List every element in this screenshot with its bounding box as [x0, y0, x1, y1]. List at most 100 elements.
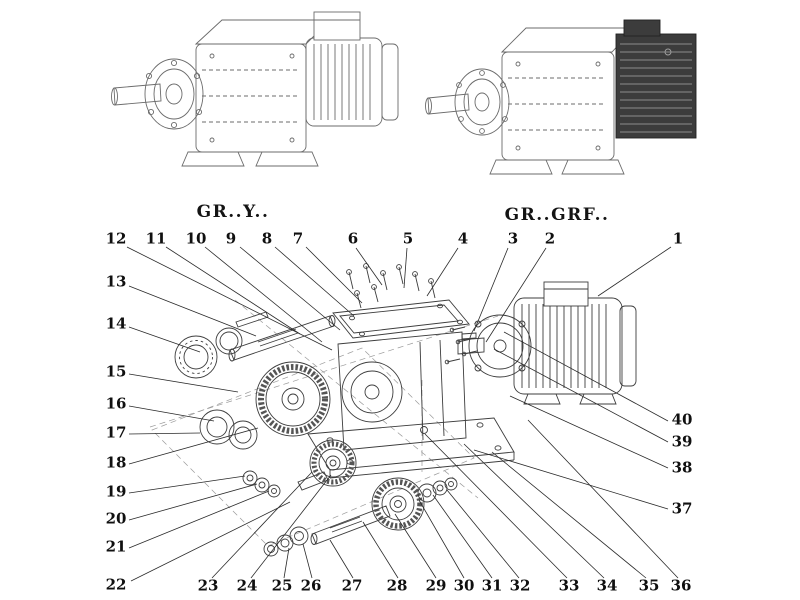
- leader-line-7: [305, 246, 363, 304]
- part-number-7: 7: [292, 229, 304, 248]
- part-number-24: 24: [236, 576, 258, 595]
- ball-bearing: [174, 327, 243, 379]
- leader-line-35: [491, 451, 647, 579]
- leader-line-4: [426, 247, 459, 297]
- leader-line-38: [509, 395, 669, 469]
- assembled-view-gr-y: [111, 11, 399, 167]
- part-number-28: 28: [386, 576, 408, 595]
- part-number-6: 6: [347, 229, 359, 248]
- leader-line-5: [403, 247, 408, 289]
- part-number-11: 11: [145, 229, 167, 248]
- part-number-30: 30: [453, 576, 475, 595]
- leader-line-28: [362, 521, 399, 579]
- part-number-9: 9: [225, 229, 237, 248]
- oil-seals: [199, 409, 258, 450]
- leader-line-20: [128, 483, 258, 521]
- cover-bolts: [346, 263, 436, 309]
- part-number-18: 18: [105, 453, 127, 472]
- leader-line-3: [473, 247, 509, 332]
- part-number-16: 16: [105, 394, 127, 413]
- leader-line-36: [527, 419, 679, 579]
- part-number-40: 40: [671, 410, 693, 429]
- part-number-17: 17: [105, 423, 127, 442]
- part-number-38: 38: [671, 458, 693, 477]
- part-number-23: 23: [197, 576, 219, 595]
- part-number-27: 27: [341, 576, 363, 595]
- part-number-5: 5: [402, 229, 414, 248]
- part-number-33: 33: [558, 576, 580, 595]
- leader-line-40: [503, 331, 669, 422]
- leader-line-26: [302, 543, 313, 579]
- motor-assembly: [457, 281, 637, 405]
- part-number-32: 32: [509, 576, 531, 595]
- leader-line-12: [126, 246, 333, 351]
- leader-line-6: [355, 247, 383, 286]
- leader-line-2: [485, 247, 547, 343]
- leader-line-10: [204, 246, 323, 343]
- part-number-10: 10: [185, 229, 207, 248]
- assembled-view-gr-grf: [425, 19, 697, 175]
- leader-line-37: [473, 449, 669, 510]
- part-number-20: 20: [105, 509, 127, 528]
- leader-line-23: [211, 471, 313, 579]
- exploded-view: [149, 263, 637, 557]
- part-number-19: 19: [105, 482, 127, 501]
- leader-line-13: [128, 285, 257, 337]
- part-number-34: 34: [596, 576, 618, 595]
- input-flange-face: [144, 58, 204, 130]
- leader-line-32: [446, 489, 520, 579]
- leader-line-34: [463, 443, 605, 579]
- leader-line-17: [128, 432, 201, 435]
- leader-line-19: [128, 475, 246, 494]
- output-shaft-left-view: [111, 83, 162, 106]
- part-number-12: 12: [105, 229, 127, 248]
- leader-line-8: [274, 246, 355, 317]
- leader-line-18: [128, 427, 259, 465]
- part-number-35: 35: [638, 576, 660, 595]
- dark-fan-housing: [615, 19, 697, 139]
- caption-gr-y: GR..Y..: [196, 202, 270, 222]
- motor-left-view: [305, 11, 399, 127]
- leader-line-25: [283, 547, 290, 579]
- leader-line-21: [128, 490, 270, 549]
- leader-line-9: [239, 246, 341, 331]
- leader-line-15: [128, 373, 239, 393]
- leader-line-33: [424, 433, 568, 579]
- part-number-36: 36: [670, 576, 692, 595]
- flange-screws: [444, 326, 478, 365]
- part-number-29: 29: [425, 576, 447, 595]
- leader-line-14: [128, 326, 201, 353]
- part-number-22: 22: [105, 575, 127, 594]
- part-number-1: 1: [672, 229, 684, 248]
- leader-line-31: [432, 494, 493, 579]
- leader-line-1: [597, 246, 672, 297]
- part-number-25: 25: [271, 576, 293, 595]
- intermediate-gear: [297, 439, 357, 491]
- cover-plate: [332, 299, 470, 339]
- part-number-37: 37: [671, 499, 693, 518]
- part-number-26: 26: [300, 576, 322, 595]
- part-number-39: 39: [671, 432, 693, 451]
- leader-line-22: [130, 501, 291, 582]
- part-number-21: 21: [105, 537, 127, 556]
- leader-line-30: [418, 499, 465, 579]
- part-number-31: 31: [481, 576, 503, 595]
- part-number-3: 3: [507, 229, 519, 248]
- leader-line-29: [394, 513, 437, 579]
- part-number-15: 15: [105, 362, 127, 381]
- leader-line-39: [493, 348, 669, 443]
- output-shaft-assembly: [263, 477, 458, 557]
- part-number-8: 8: [261, 229, 273, 248]
- leader-line-24: [250, 474, 332, 579]
- leader-line-11: [165, 246, 301, 335]
- output-shaft-right-view: [425, 93, 470, 115]
- input-flange-face-right: [454, 68, 510, 136]
- leader-line-27: [329, 539, 354, 579]
- part-number-14: 14: [105, 314, 127, 333]
- leader-line-16: [128, 405, 215, 422]
- part-number-2: 2: [544, 229, 556, 248]
- input-shaft: [228, 311, 336, 362]
